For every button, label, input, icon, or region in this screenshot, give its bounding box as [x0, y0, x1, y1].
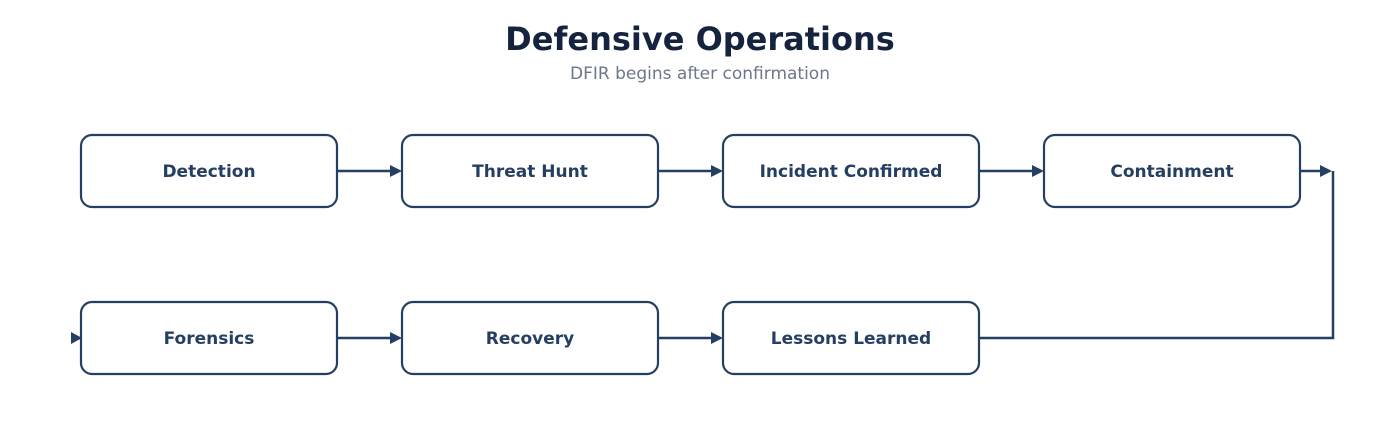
node-box	[721, 300, 981, 376]
arrowhead-threat-hunt	[390, 165, 402, 177]
arrowhead-incident-confirmed	[711, 165, 723, 177]
diagram-subtitle: DFIR begins after confirmation	[570, 64, 830, 84]
node-detection[interactable]: Detection	[79, 133, 339, 209]
arrowhead-forensics-entry	[71, 332, 82, 344]
node-label: Recovery	[486, 329, 574, 349]
node-box	[79, 300, 339, 376]
node-box	[721, 133, 981, 209]
node-label: Containment	[1110, 162, 1233, 182]
node-lessons-learned[interactable]: Lessons Learned	[721, 300, 981, 376]
node-label: Threat Hunt	[472, 162, 588, 182]
arrowhead-containment	[1032, 165, 1044, 177]
node-box	[400, 300, 660, 376]
node-box	[1042, 133, 1302, 209]
arrowhead-containment-exit	[1320, 165, 1332, 177]
node-box	[400, 133, 660, 209]
node-label: Incident Confirmed	[760, 162, 943, 182]
node-threat-hunt[interactable]: Threat Hunt	[400, 133, 660, 209]
diagram-title: Defensive Operations	[505, 20, 895, 58]
node-label: Detection	[162, 162, 255, 182]
arrowhead-lessons-learned	[711, 332, 723, 344]
node-label: Forensics	[164, 329, 255, 349]
arrowhead-recovery	[390, 332, 402, 344]
edges	[71, 165, 1335, 344]
node-recovery[interactable]: Recovery	[400, 300, 660, 376]
node-box	[79, 133, 339, 209]
node-incident-confirmed[interactable]: Incident Confirmed	[721, 133, 981, 209]
edge-wrap-connector	[980, 171, 1335, 340]
node-label: Lessons Learned	[771, 329, 931, 349]
node-containment[interactable]: Containment	[1042, 133, 1302, 209]
node-forensics[interactable]: Forensics	[79, 300, 339, 376]
